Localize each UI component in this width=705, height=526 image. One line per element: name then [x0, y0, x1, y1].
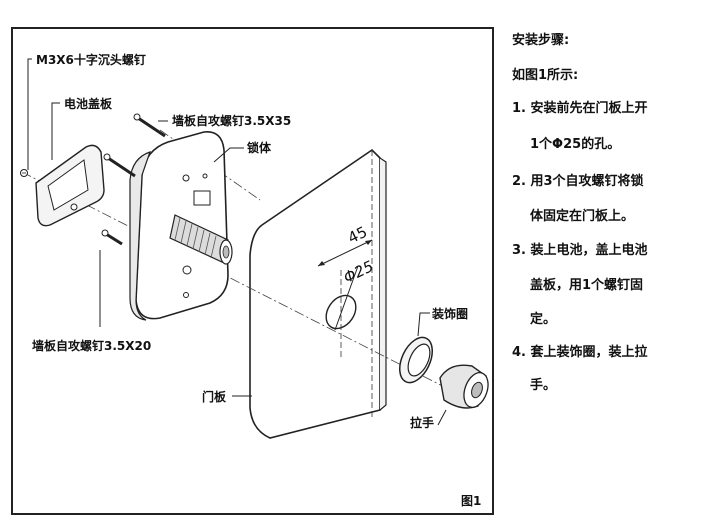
- steps-title: 安装步骤:: [512, 33, 570, 48]
- step-3-line-3: 定。: [530, 312, 557, 327]
- screw-3-5x20: [101, 229, 123, 246]
- figure-frame: [11, 27, 494, 515]
- steps-intro: 如图1所示:: [512, 68, 579, 83]
- battery-cover: [35, 144, 105, 227]
- step-2-line-1: 2. 用3个自攻螺钉将锁: [512, 174, 644, 189]
- dimension-45-line: [317, 239, 373, 267]
- lock-cylinder: [169, 214, 233, 265]
- screw-3-5x35-lower: [103, 153, 136, 178]
- decor-ring: [399, 336, 433, 384]
- label-screw-3-5x20: 墙板自攻螺钉3.5X20: [32, 339, 152, 353]
- step-4-line-2: 手。: [530, 378, 557, 393]
- assembly-axis: [21, 171, 471, 401]
- label-door-panel: 门板: [202, 390, 227, 404]
- figure-number: 图1: [461, 494, 482, 508]
- step-4-line-1: 4. 套上装饰圈，装上拉: [512, 345, 648, 360]
- dimension-phi25-line: [334, 265, 359, 331]
- step-3-line-2: 盖板，用1个螺钉固: [530, 278, 644, 293]
- label-screw-m3x6: M3X6十字沉头螺钉: [36, 53, 146, 67]
- step-3-line-1: 3. 装上电池，盖上电池: [512, 243, 648, 258]
- step-2-line-2: 体固定在门板上。: [530, 209, 635, 224]
- label-decor-ring: 装饰圈: [432, 307, 469, 321]
- step-1-line-1: 1. 安装前先在门板上开: [512, 101, 648, 116]
- label-lock-body: 锁体: [247, 141, 272, 155]
- label-screw-3-5x35: 墙板自攻螺钉3.5X35: [172, 114, 292, 128]
- screw-m3x6: [20, 169, 28, 177]
- door-panel: [249, 148, 387, 439]
- leader-lines: [27, 58, 447, 426]
- screw-3-5x35-upper: [133, 113, 166, 138]
- label-handle: 拉手: [410, 416, 435, 430]
- step-1-line-2: 1个Φ25的孔。: [530, 137, 621, 152]
- label-battery-cover: 电池盖板: [64, 97, 113, 111]
- handle-knob: [439, 364, 489, 409]
